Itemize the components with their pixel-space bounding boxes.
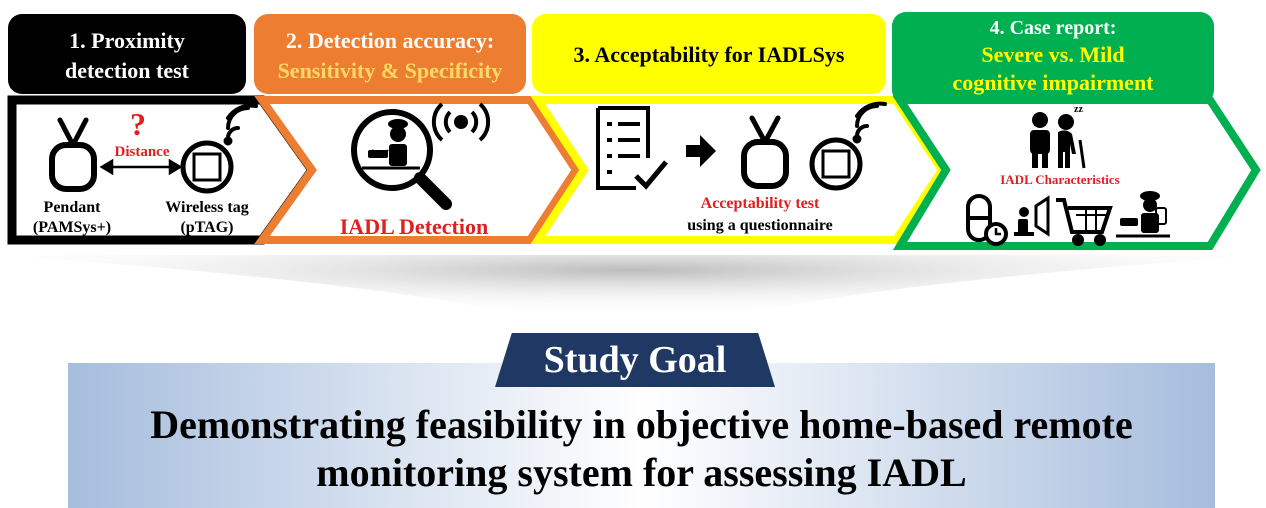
step-4-header xyxy=(892,12,1214,104)
step-4-sublabel: IADL Characteristics xyxy=(1000,172,1120,187)
step-2-panel: 2. Detection accuracy: Sensitivity & Spe… xyxy=(254,14,581,244)
step-1-title-line1: 1. Proximity xyxy=(69,28,185,53)
phone-call-icon xyxy=(1014,195,1050,237)
wifi-icon-2 xyxy=(852,101,887,144)
pill-clock-icon xyxy=(966,194,1008,246)
step-1-panel: 1. Proximity detection test ? Distance P… xyxy=(7,14,318,245)
step-1-header xyxy=(8,14,246,94)
step-2-title-line1: 2. Detection accuracy: xyxy=(286,28,494,53)
arrow-icon xyxy=(686,135,716,167)
study-goal-panel xyxy=(68,363,1215,508)
step-2-header xyxy=(254,14,526,94)
wireless-tag-icon-2 xyxy=(809,137,863,191)
step-3-header xyxy=(532,14,886,94)
pendant-icon xyxy=(49,117,97,192)
question-mark: ? xyxy=(130,106,146,142)
svg-text:zz: zz xyxy=(1074,104,1083,115)
step-4-title-line1: 4. Case report: xyxy=(990,17,1117,39)
tag-label-line1: Wireless tag xyxy=(165,199,248,216)
cook-icon xyxy=(362,119,420,170)
pendant-label-line2: (PAMSys+) xyxy=(33,219,111,236)
step-2-caption: IADL Detection xyxy=(340,214,488,239)
step-4-title-line2: Severe vs. Mild xyxy=(981,42,1124,67)
step-4-title-line3: cognitive impairment xyxy=(952,70,1154,95)
double-arrow xyxy=(99,158,183,176)
study-goal-line2: monitoring system for assessing IADL xyxy=(316,450,967,495)
distance-label: Distance xyxy=(115,144,170,160)
study-goal-text: Demonstrating feasibility in objective h… xyxy=(68,401,1215,497)
checklist-icon xyxy=(596,106,668,190)
pendant-label-line1: Pendant xyxy=(44,199,102,216)
broadcast-icon xyxy=(431,102,491,142)
elderly-people-icon: zz xyxy=(1030,104,1086,169)
study-goal-tab: Study Goal xyxy=(495,333,775,387)
cooking-icon xyxy=(1116,191,1170,238)
study-goal-line1: Demonstrating feasibility in objective h… xyxy=(150,402,1133,447)
wireless-tag-icon xyxy=(180,140,234,194)
tag-label-line2: (pTAG) xyxy=(180,219,233,236)
shopping-cart-icon xyxy=(1056,198,1113,246)
step-3-title: 3. Acceptability for IADLSys xyxy=(574,42,845,67)
pendant-icon-2 xyxy=(741,115,789,189)
funnel-shape xyxy=(0,255,1266,330)
step-1-title-line2: detection test xyxy=(65,58,190,83)
wifi-icon xyxy=(223,103,258,146)
step-3-caption-line1: Acceptability test xyxy=(701,195,820,212)
step-3-caption-line2: using a questionnaire xyxy=(687,217,833,234)
step-2-title-line2: Sensitivity & Specificity xyxy=(278,58,503,83)
step-4-panel: 4. Case report: Severe vs. Mild cognitiv… xyxy=(892,12,1261,250)
step-3-panel: 3. Acceptability for IADLSys Acceptabili xyxy=(530,14,947,244)
